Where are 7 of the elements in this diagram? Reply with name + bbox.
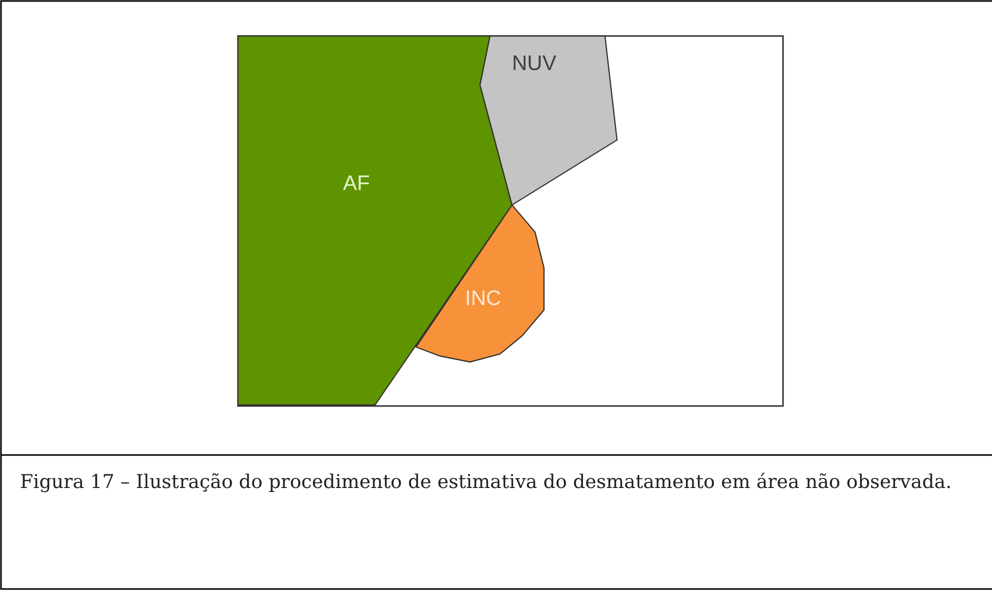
cloud-region — [480, 36, 617, 205]
region-label: INC — [465, 287, 502, 311]
increment-region — [416, 205, 544, 362]
region-label: NUV — [512, 52, 556, 76]
figure-caption: Figura 17 – Ilustração do procedimento de estimativa do desmatamento em área não observada. — [20, 470, 953, 495]
forest-region — [238, 36, 512, 405]
region-label: AF — [343, 172, 370, 196]
